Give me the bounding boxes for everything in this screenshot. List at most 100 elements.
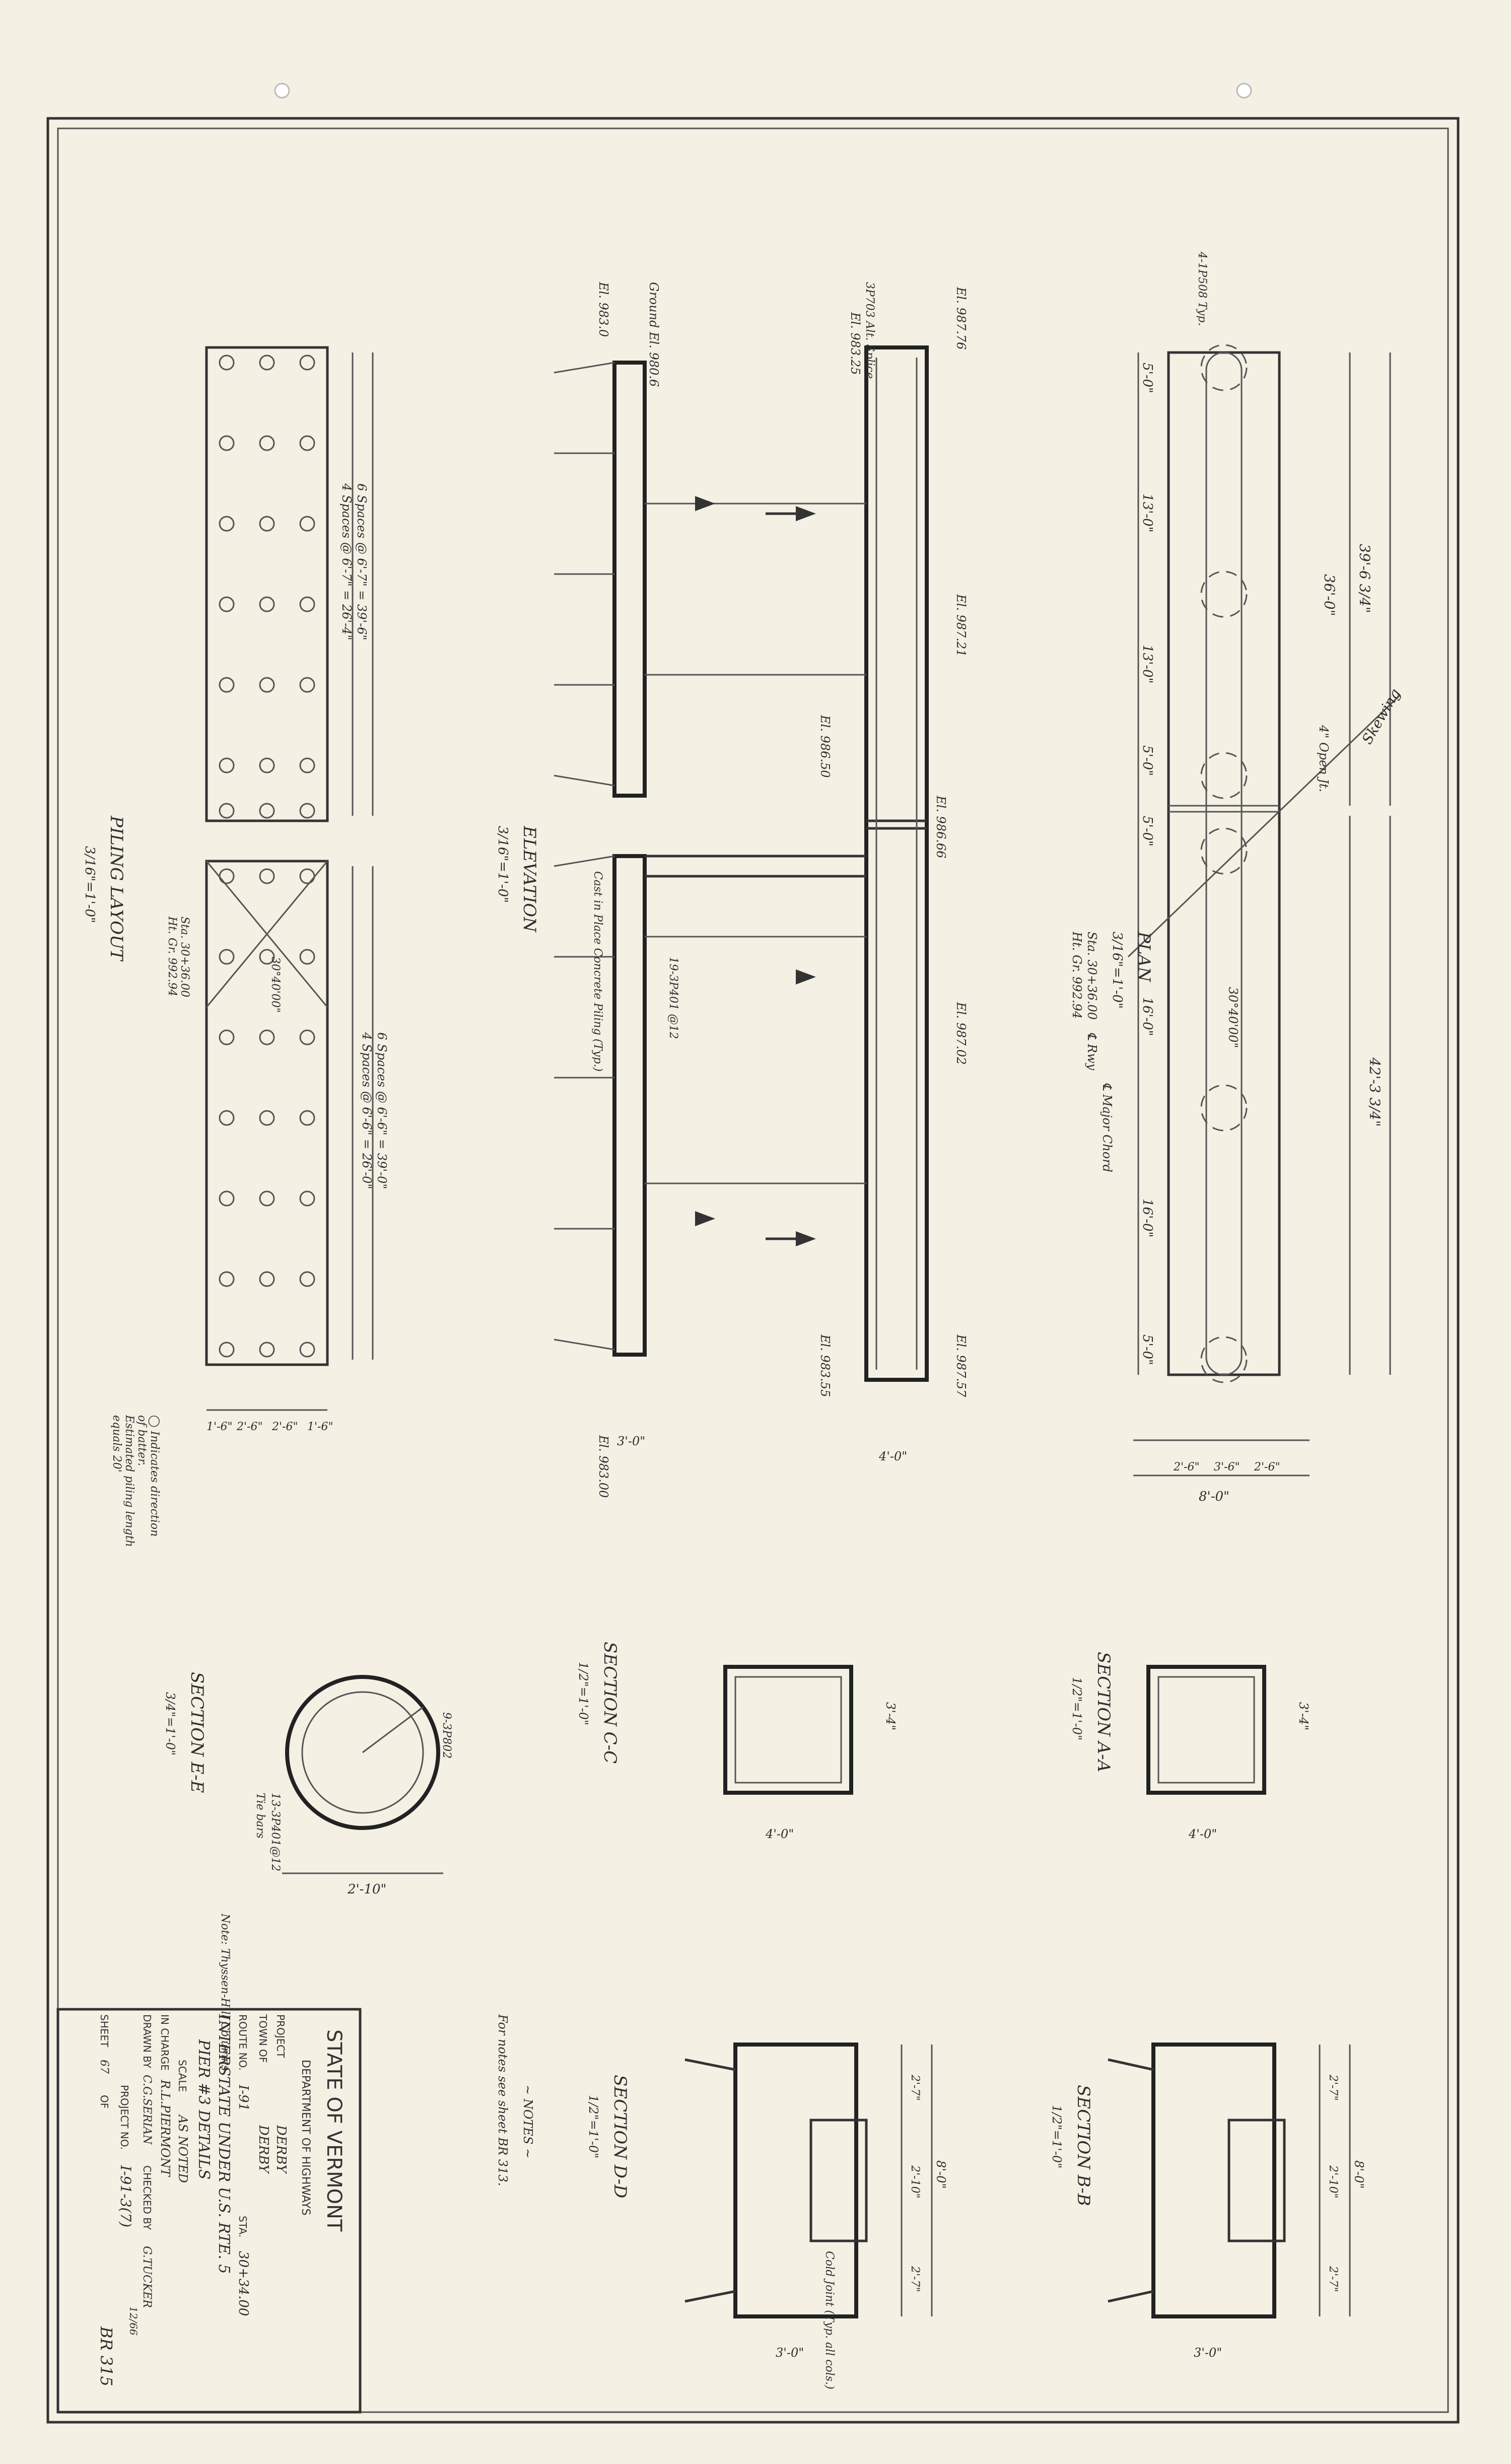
elev-3ft: 3'-0" [617,1434,645,1448]
elev-el-8: El. 986.50 [818,715,832,778]
section-cc: SECTION C-C 1/2"=1'-0" 4'-0" 3'-4" [576,1642,898,1841]
title-line-1: INTERSTATE UNDER U.S. RTE. 5 [215,2014,233,2274]
pile-circle [259,757,275,773]
pile-angle: 30°40'00" [269,957,282,1013]
section-dd-title: SECTION D-D [610,2075,630,2198]
pile-circle [299,1110,315,1126]
plan-station-grade: Ht. Gr. 992.94 [1070,931,1084,1019]
pile-circle [219,949,235,965]
pile-circle [299,516,315,532]
title-checked-value: G.TUCKER [141,2246,153,2308]
section-ee-note: 9-3P802 [440,1712,453,1758]
section-aa-scale: 1/2"=1'-0" [1070,1677,1084,1740]
section-aa: SECTION A-A 1/2"=1'-0" 4'-0" 3'-4" [1070,1652,1311,1841]
pile-circle [219,757,235,773]
section-bb-base: 3'-0" [1194,2346,1222,2360]
punch-hole-1 [274,83,290,99]
section-ee: SECTION E-E 3/4"=1'-0" 2'-10" 13-3P401@1… [163,1672,453,2071]
section-ee-ties: Tie bars [254,1793,266,1839]
sheet-inner-border [57,127,1449,2413]
pile-circle [259,949,275,965]
pile-circle [219,1029,235,1045]
pile-circle [299,1271,315,1287]
pile-w4: 1'-6" [307,1421,333,1433]
section-ee-bars: 13-3P401@12 [269,1793,282,1871]
pile-sta: Sta. 30+36.00 [178,917,191,997]
plan-13b-dim: 13'-0" [1140,645,1155,684]
plan-view: PLAN 3/16"=1'-0" 39'-6 3/4" 36'-0" 5'-0"… [1070,251,1404,1504]
section-dd-width: 8'-0" [934,2160,948,2189]
pile-circle [259,355,275,371]
piling-layout-scale: 3/16"=1'-0" [82,846,97,923]
pile-w3: 2'-6" [271,1421,298,1433]
pile-circle [259,596,275,612]
pile-circle [219,596,235,612]
pile-circle [299,435,315,451]
pile-circle [219,1342,235,1358]
pile-circle [259,868,275,884]
section-bb-scale: 1/2"=1'-0" [1050,2105,1064,2168]
title-route-label: ROUTE NO. [237,2014,249,2071]
punch-hole-2 [1236,83,1252,99]
plan-chord: ℄ Major Chord [1100,1083,1114,1172]
pile-circle [219,516,235,532]
plan-total-right: 42'-3 3/4" [1366,1057,1383,1127]
pile-circle [299,868,315,884]
plan-station: Sta. 30+36.00 [1085,932,1099,1020]
elev-el-4: El. 987.02 [954,1002,968,1065]
section-bb: SECTION B-B 1/2"=1'-0" 8'-0" 2'-7" 2'-10… [1050,2043,1366,2360]
plan-5b-dim: 5'-0" [1140,745,1155,776]
plan-4p508: 4-1P508 Typ. [1196,251,1208,326]
plan-w3: 2'-6" [1254,1461,1280,1473]
plan-angle: 30°40'00" [1226,987,1240,1048]
pile-w1: 1'-6" [207,1421,233,1433]
pile-circle [259,1110,275,1126]
pile-circle [299,949,315,965]
elev-ground: Ground El. 980.6 [647,282,661,387]
pile-sta-2: Ht. Gr. 992.94 [166,916,178,997]
elevation-title: ELEVATION [519,825,539,933]
plan-scale: 3/16"=1'-0" [1110,932,1125,1009]
pile-top-spacing: 6 Spaces @ 6'-7" = 39'-6" [355,483,369,640]
pile-circle [219,435,235,451]
title-drawn-value: C.G.SERIAN [141,2075,153,2145]
title-line-2: PIER #3 DETAILS [195,2039,213,2179]
section-dd-scale: 1/2"=1'-0" [586,2095,600,2158]
plan-5d-dim: 5'-0" [1140,1334,1155,1365]
piling-note-1: ◯ Indicates direction [148,1415,161,1536]
pile-circle [259,1342,275,1358]
section-bb-width: 8'-0" [1352,2160,1366,2189]
section-bb-w2: 2'-10" [1327,2165,1339,2199]
title-sheet-label: SHEET [98,2014,110,2048]
pile-circle [299,1190,315,1207]
title-station-label: STA. [237,2216,249,2237]
plan-5a-dim: 5'-0" [1140,363,1155,393]
pile-circle [299,596,315,612]
pile-circle [219,1190,235,1207]
pile-circle [299,355,315,371]
piling-note-4: equals 20' [110,1415,123,1472]
pile-circle [219,1110,235,1126]
pile-top-spacing-2: 4 Spaces @ 6'-7" = 26'-4" [339,483,354,640]
pile-circle [299,677,315,693]
section-ee-title: SECTION E-E [187,1672,207,1793]
section-ee-scale: 3/4"=1'-0" [163,1692,177,1755]
piling-layout-title: PILING LAYOUT [106,815,126,962]
section-dd-base: 3'-0" [776,2346,804,2360]
section-cc-height: 3'-4" [883,1702,898,1730]
elev-el-5: El. 987.57 [954,1334,968,1397]
title-scale-label: SCALE [176,2060,188,2092]
pile-circle [219,803,235,819]
title-station-value: 30+34.00 [236,2251,251,2316]
title-sheet-of-label: OF [98,2095,110,2108]
pile-circle [299,1029,315,1045]
pile-bot-spacing-2: 4 Spaces @ 6'-6" = 26'-0" [360,1032,374,1189]
elev-el-1: El. 987.76 [954,287,968,349]
sheet-border [46,117,1460,2424]
pile-circle [259,516,275,532]
title-scale-value: AS NOTED [176,2114,190,2183]
plan-36-dim: 36'-0" [1321,574,1338,616]
piling-note-2: of batter. [135,1415,148,1466]
plan-rwy: ℄ Rwy [1085,1032,1099,1071]
pile-bot-spacing: 6 Spaces @ 6'-6" = 39'-0" [375,1032,389,1189]
